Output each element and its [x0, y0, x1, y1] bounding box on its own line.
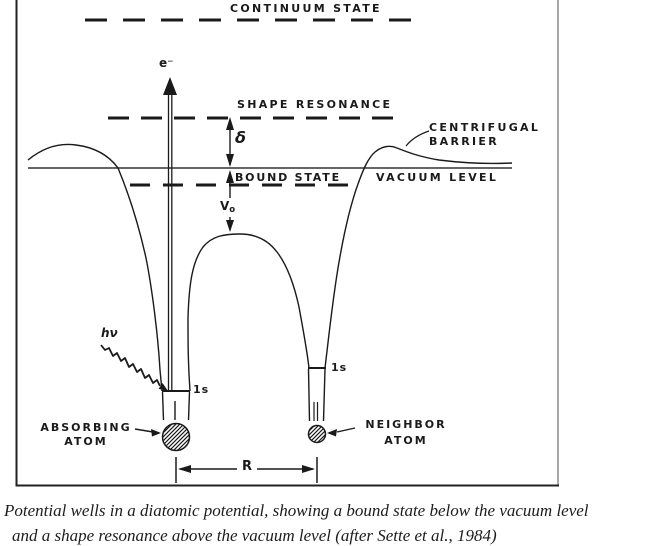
- figure-caption: Potential wells in a diatomic potential,…: [4, 498, 649, 546]
- core-level-1s-left: [161, 390, 191, 421]
- photon-hv-label: hν: [101, 326, 118, 340]
- vacuum-level-label: VACUUM LEVEL: [376, 171, 499, 184]
- distance-dimension: [175, 457, 318, 483]
- absorbing-atom-label: ABSORBING ATOM: [36, 421, 136, 449]
- figure-border: [15, 0, 559, 487]
- v0-main: V: [220, 199, 230, 213]
- absorbing-atom-pointer-arrow: [134, 428, 161, 437]
- centrifugal-barrier-leader-line: [405, 130, 430, 147]
- centrifugal-barrier-label-line1: CENTRIFUGAL: [429, 121, 541, 134]
- absorbing-atom-label-line2: ATOM: [64, 435, 108, 448]
- bound-state-label: BOUND STATE: [235, 171, 341, 184]
- electron-label: e⁻: [159, 56, 174, 70]
- core-level-1s-right: [307, 367, 326, 422]
- neighbor-atom-pointer-arrow: [327, 427, 356, 437]
- neighbor-atom-label-line2: ATOM: [384, 434, 428, 447]
- core-level-label-left: 1s: [193, 383, 210, 396]
- inner-potential-v0-label: Vo: [220, 200, 235, 217]
- potential-curve-left: [27, 143, 163, 392]
- neighbor-atom-label: NEIGHBOR ATOM: [356, 417, 456, 449]
- interatomic-distance-label: R: [242, 459, 253, 474]
- photon-wavy-arrow: [100, 344, 168, 391]
- shape-resonance-label: SHAPE RESONANCE: [237, 98, 393, 111]
- delta-arrow: [226, 117, 234, 167]
- centrifugal-barrier-curve: [324, 145, 513, 369]
- delta-label: δ: [235, 128, 246, 147]
- neighbor-atom-circle: [307, 424, 327, 444]
- centrifugal-barrier-label-line2: BARRIER: [429, 134, 500, 148]
- figure-caption-line1: Potential wells in a diatomic potential,…: [4, 501, 589, 520]
- v0-arrow: [226, 170, 234, 232]
- continuum-state-label: CONTINUUM STATE: [230, 2, 382, 15]
- core-level-label-right: 1s: [331, 361, 348, 374]
- centrifugal-barrier-label: CENTRIFUGAL BARRIER: [429, 121, 540, 148]
- v0-subscript: o: [229, 205, 236, 215]
- electron-arrow: [163, 77, 177, 390]
- central-barrier-curve: [187, 233, 310, 392]
- neighbor-atom-label-line1: NEIGHBOR: [365, 418, 447, 431]
- absorbing-atom-circle: [161, 422, 191, 452]
- figure-caption-line2: and a shape resonance above the vacuum l…: [12, 526, 497, 545]
- diagram-drawing: [15, 0, 559, 487]
- absorbing-atom-label-line1: ABSORBING: [40, 421, 132, 434]
- potential-well-diagram: CONTINUUM STATE SHAPE RESONANCE CENTRIFU…: [15, 0, 559, 487]
